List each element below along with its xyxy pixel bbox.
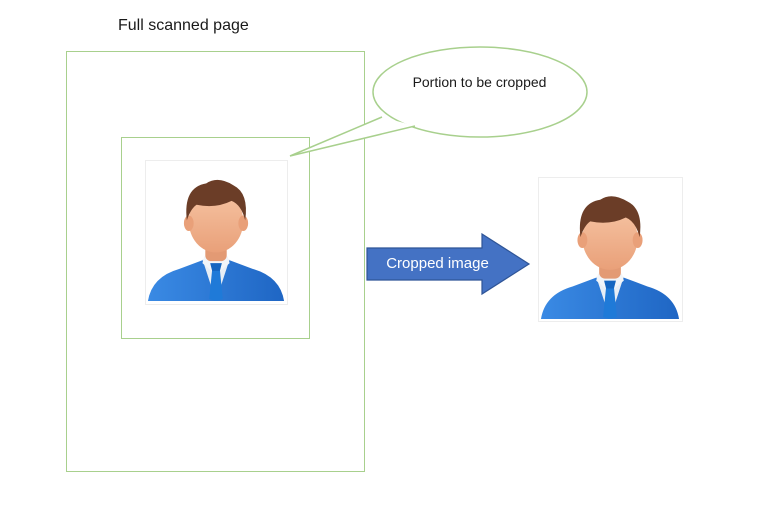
full-page-frame bbox=[66, 51, 365, 472]
callout-bubble bbox=[289, 46, 588, 157]
person-avatar-icon bbox=[147, 179, 285, 302]
callout-text: Portion to be cropped bbox=[412, 74, 547, 90]
right-arrow-icon bbox=[366, 233, 531, 296]
diagram-title: Full scanned page bbox=[118, 17, 249, 34]
cropped-photo bbox=[538, 177, 683, 322]
source-photo bbox=[145, 160, 288, 305]
arrow-label: Cropped image bbox=[386, 255, 489, 272]
person-avatar-icon bbox=[540, 196, 680, 320]
crop-region-frame bbox=[121, 137, 310, 339]
